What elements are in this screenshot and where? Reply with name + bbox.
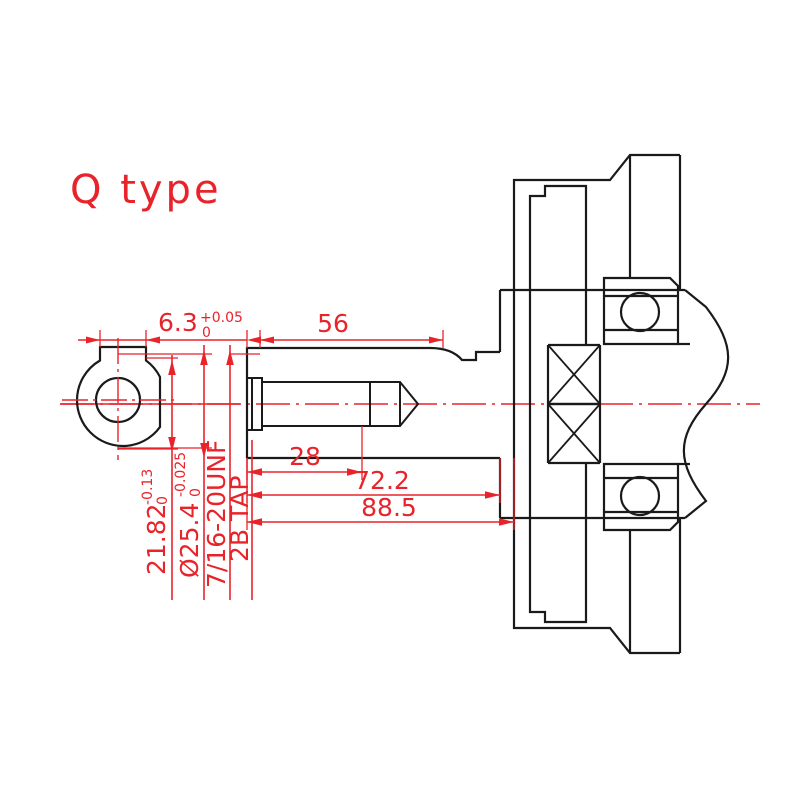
dimension-tol-upper-25-4: 0: [188, 488, 204, 497]
dimension-tol-lower-25-4: -0.025: [173, 452, 189, 497]
tapped-center-hole: [247, 377, 420, 431]
dimension-label-56: 56: [317, 309, 349, 338]
dimension-label-21-82: 21.82: [142, 503, 171, 575]
end-view-circle: [75, 345, 162, 448]
dimension-21-82: 21.82 0 -0.13: [118, 355, 178, 600]
dimension-dia-25-4: Ø25.4 0 -0.025: [118, 345, 212, 600]
dimension-tol-lower-21-82: -0.13: [140, 469, 156, 505]
dimension-tol-lower-6-3: 0: [202, 325, 211, 341]
dimension-88-5: 88.5: [246, 458, 515, 530]
housing-lower: [512, 402, 690, 655]
end-view-centerlines: [62, 338, 175, 460]
dimension-tol-upper-21-82: 0: [155, 496, 171, 505]
dimension-label-6-3: 6.3: [158, 308, 198, 337]
dimension-label-dia-25-4: Ø25.4: [175, 503, 204, 578]
callout-thread-class: 2B TAP: [225, 440, 254, 600]
shaft-profile: [245, 290, 502, 518]
housing-upper: [512, 153, 690, 406]
dimension-72-2: 72.2: [246, 458, 501, 503]
dimension-28: 28: [246, 426, 363, 480]
dimension-keyway-width: 6.3 +0.05 0: [78, 308, 261, 348]
callout-label-thread-class: 2B TAP: [225, 475, 254, 562]
dimension-56: 56: [259, 309, 444, 348]
dimension-label-88-5: 88.5: [361, 493, 417, 522]
dimension-tol-upper-6-3: +0.05: [200, 310, 243, 326]
dimension-label-28: 28: [289, 442, 321, 471]
callout-label-thread: 7/16-20UNF: [202, 440, 231, 588]
callout-thread-spec: 7/16-20UNF: [202, 345, 260, 600]
drawing-title: Q type: [70, 167, 222, 213]
dimension-label-72-2: 72.2: [354, 466, 410, 495]
s-break-line: [682, 289, 730, 519]
